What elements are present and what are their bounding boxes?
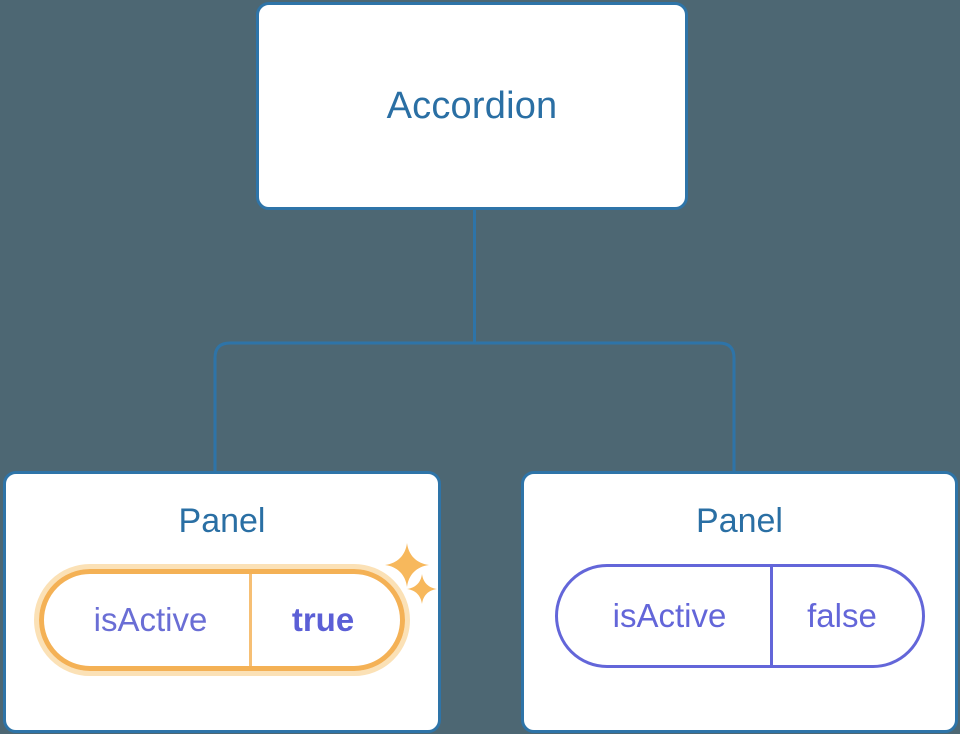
connector-branch-left bbox=[213, 341, 475, 471]
node-title-panel-inactive: Panel bbox=[696, 502, 783, 540]
prop-pill-isactive-true[interactable]: isActive true bbox=[39, 569, 405, 671]
prop-pill-wrapper-active: isActive true bbox=[34, 564, 410, 676]
prop-value-false: false bbox=[807, 597, 877, 634]
prop-pill-isactive-false[interactable]: isActive false bbox=[554, 564, 925, 668]
node-title-panel-active: Panel bbox=[178, 502, 266, 540]
connector-branch-right bbox=[474, 341, 736, 471]
prop-pill-highlight-halo bbox=[34, 564, 410, 676]
tree-node-panel-inactive[interactable]: Panel isActive false bbox=[521, 471, 958, 733]
node-title-accordion: Accordion bbox=[386, 85, 558, 127]
prop-key-isactive: isActive bbox=[44, 574, 252, 666]
prop-value-true: true bbox=[291, 601, 355, 638]
tree-node-accordion[interactable]: Accordion bbox=[256, 2, 688, 210]
prop-key-isactive: isActive bbox=[558, 567, 773, 665]
tree-node-panel-active[interactable]: Panel isActive true bbox=[3, 471, 441, 733]
